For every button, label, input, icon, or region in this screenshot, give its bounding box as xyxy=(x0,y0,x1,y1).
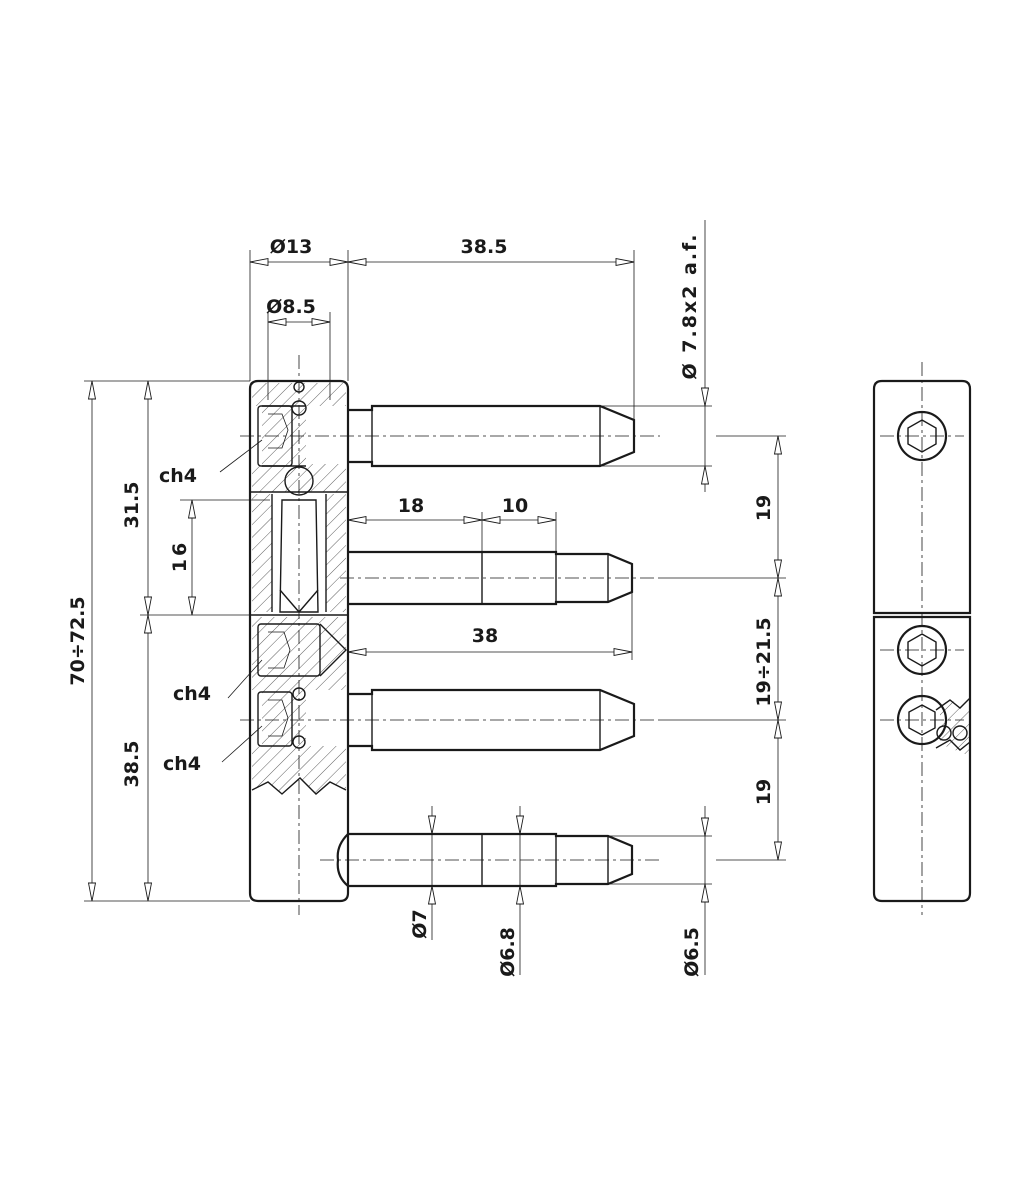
mid-hex xyxy=(268,631,291,669)
label-d6-5: Ø6.5 xyxy=(681,927,703,977)
hinge-body-outline xyxy=(248,379,350,903)
bottom-hex xyxy=(268,699,289,737)
label-d6-8: Ø6.8 xyxy=(497,927,519,977)
side-view xyxy=(872,362,972,915)
side-ball-2 xyxy=(952,725,968,741)
label-19-bot: 19 xyxy=(753,779,775,805)
mid-socket-cone xyxy=(319,623,347,677)
label-31-5: 31.5 xyxy=(121,482,143,529)
mid-bore xyxy=(271,494,327,612)
label-10: 10 xyxy=(502,495,528,517)
label-18: 18 xyxy=(398,495,424,517)
label-ch4-mid: ch4 xyxy=(173,683,211,705)
side-lower-leaf xyxy=(872,615,972,903)
pin-4 xyxy=(336,832,634,888)
mid-pin xyxy=(279,499,319,613)
break-line xyxy=(251,777,347,795)
label-d13: Ø13 xyxy=(270,236,313,258)
label-d7: Ø7 xyxy=(409,909,431,938)
bottom-socket xyxy=(257,691,293,747)
label-19-21-5: 19÷21.5 xyxy=(753,617,775,706)
label-ch4-bot: ch4 xyxy=(163,753,201,775)
top-hex xyxy=(268,413,289,449)
front-view xyxy=(240,355,660,915)
label-38-5-vertical: 38.5 xyxy=(121,741,143,788)
label-16: 16 xyxy=(169,540,191,572)
label-70-72-5: 70÷72.5 xyxy=(67,596,89,685)
dimension-lines xyxy=(84,220,786,975)
dimension-labels: Ø13 38.5 Ø8.5 Ø 7.8x2 a.f. ch4 18 10 38 … xyxy=(67,233,775,977)
mid-leaf-hatch xyxy=(252,494,346,612)
label-d7-8: Ø 7.8x2 a.f. xyxy=(679,233,701,380)
label-d8-5: Ø8.5 xyxy=(266,296,316,318)
mid-socket xyxy=(257,623,321,677)
label-38-5: 38.5 xyxy=(461,236,508,258)
side-ball-1 xyxy=(936,725,952,741)
label-38: 38 xyxy=(472,625,498,647)
label-19-top: 19 xyxy=(753,495,775,521)
side-upper-leaf xyxy=(872,379,972,615)
label-ch4-top: ch4 xyxy=(159,465,197,487)
